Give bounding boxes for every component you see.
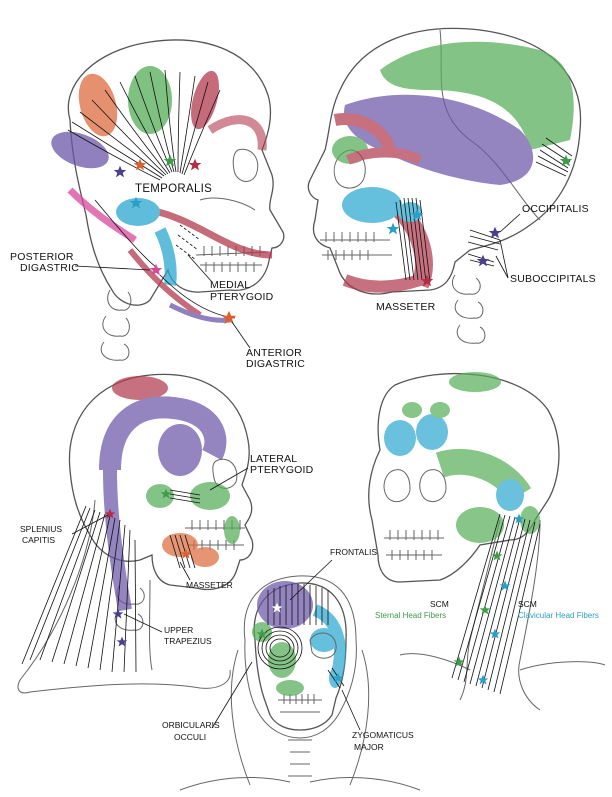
label-splenius-capitis-1: SPLENIUS [20, 524, 62, 534]
referral-zones-front [252, 581, 346, 696]
label-medial-pterygoid-1: MEDIAL [210, 279, 250, 291]
temporalis-fibers [67, 69, 221, 181]
label-scm-right-sub: Clavicular Head Fibers [518, 611, 599, 620]
label-suboccipitals: SUBOCCIPITALS [510, 273, 596, 285]
label-scm-right: SCM [518, 599, 537, 609]
panel-bottom-center: FRONTALIS ORBICULARIS OCCULI ZYGOMATICUS… [162, 547, 421, 791]
referral-zones-top-right [332, 41, 574, 293]
neck-fibers-bottom-left [21, 505, 137, 673]
panel-top-right: OCCIPITALIS SUBOCCIPITALS MASSETER [307, 27, 596, 344]
panel-bottom-right: SCM Sternal Head Fibers SCM Clavicular H… [368, 372, 606, 711]
label-upper-trapezius-1: UPPER [164, 625, 193, 635]
referral-zones-bottom-left [99, 376, 240, 612]
spine-front [179, 649, 421, 791]
teeth-top-right [320, 232, 392, 260]
label-orbicularis-1: ORBICULARIS [162, 720, 220, 730]
panel-bottom-left: LATERAL PTERYGOID SPLENIUS CAPITIS MASSE… [17, 373, 314, 694]
label-scm-left-sub: Sternal Head Fibers [375, 611, 446, 620]
label-orbicularis-2: OCCULI [174, 732, 206, 742]
label-posterior-digastric-2: DIGASTRIC [20, 262, 79, 274]
referral-zones-bottom-right [384, 372, 540, 543]
neck-outline-bottom-left [17, 499, 231, 694]
panel-top-left: TEMPORALIS POSTERIOR DIGASTRIC MEDIAL PT… [10, 39, 305, 370]
label-splenius-capitis-2: CAPITIS [22, 535, 55, 545]
referral-zones-top-left [51, 66, 273, 323]
teeth-bottom-right [384, 530, 444, 560]
label-zygomaticus-1: ZYGOMATICUS [352, 730, 414, 740]
teeth-front [278, 694, 322, 713]
label-anterior-digastric-1: ANTERIOR [246, 347, 302, 359]
pterygoid-fibers [175, 224, 201, 261]
label-zygomaticus-2: MAJOR [354, 742, 384, 752]
label-masseter-top: MASSETER [376, 301, 436, 313]
label-anterior-digastric-2: DIGASTRIC [246, 358, 305, 370]
label-medial-pterygoid-2: PTERYGOID [210, 291, 274, 303]
label-occipitalis: OCCIPITALIS [522, 203, 589, 215]
lateral-pterygoid-fibers [169, 489, 201, 504]
head-outline-front [243, 575, 357, 739]
scm-fibers [451, 513, 541, 695]
skull-bottom-right [368, 372, 560, 583]
trigger-point-star [491, 550, 503, 561]
skull-top-left [67, 39, 285, 306]
label-scm-left: SCM [430, 599, 449, 609]
label-frontalis: FRONTALIS [330, 547, 377, 557]
label-lateral-pterygoid-2: PTERYGOID [250, 464, 314, 476]
label-posterior-digastric-1: POSTERIOR [10, 251, 74, 263]
label-upper-trapezius-2: TRAPEZIUS [164, 636, 212, 646]
frontalis-fibers [267, 584, 329, 625]
label-temporalis: TEMPORALIS [135, 183, 212, 195]
label-masseter-bottom: MASSETER [186, 580, 233, 590]
orbicularis-fibers [257, 626, 303, 670]
label-lateral-pterygoid-1: LATERAL [250, 453, 297, 465]
spine-top-left [100, 289, 132, 361]
spine-top-right [451, 274, 486, 344]
